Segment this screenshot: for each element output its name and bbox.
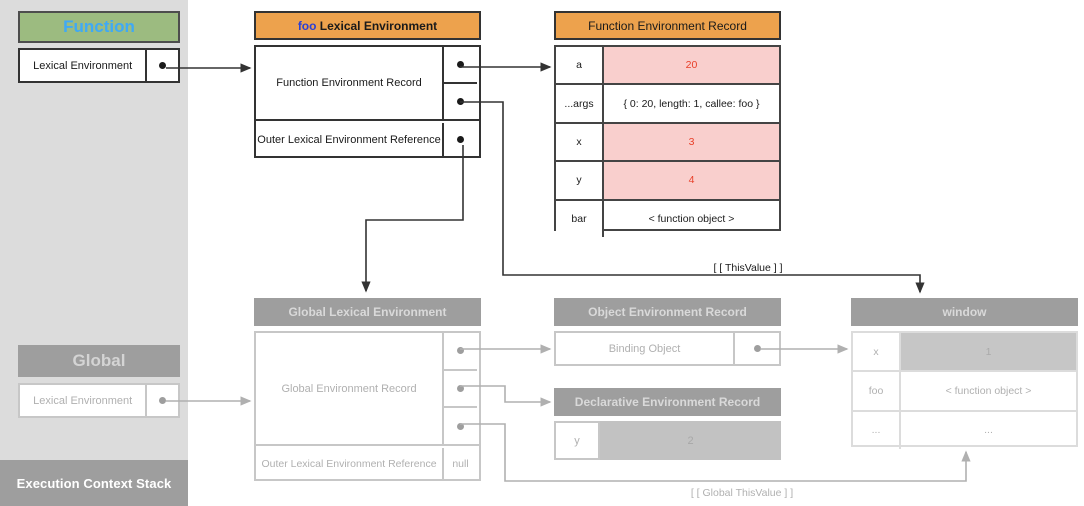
- foo-lexical-environment-box: Function Environment Record Outer Lexica…: [254, 45, 481, 158]
- binding-value: < function object >: [648, 212, 735, 225]
- foo-pointer-cell-record: [444, 47, 477, 84]
- stack-frame-global: Lexical Environment: [18, 383, 180, 418]
- binding-key: bar: [556, 200, 604, 237]
- foo-row-label-function-environment-record: Function Environment Record: [256, 47, 444, 119]
- global-outer-ref-label: Outer Lexical Environment Reference: [256, 448, 444, 479]
- binding-key: a: [556, 47, 604, 84]
- execution-context-stack-panel: [0, 0, 188, 506]
- global-lexical-environment-title: Global Lexical Environment: [288, 305, 447, 319]
- binding-value: 20: [604, 47, 779, 84]
- stack-frame-global-label: Lexical Environment: [20, 385, 148, 416]
- this-value-annotation: [ [ ThisValue ] ]: [713, 262, 783, 274]
- binding-object-row: Binding Object: [554, 331, 781, 366]
- pointer-dot-icon: [457, 385, 464, 392]
- pointer-dot-icon: [159, 62, 167, 69]
- property-key: ...: [853, 411, 901, 449]
- binding-key: x: [556, 123, 604, 161]
- stack-frame-title-global: Global: [72, 351, 126, 370]
- property-value: ...: [984, 424, 993, 437]
- pointer-dot-icon: [159, 397, 167, 404]
- binding-value: 3: [604, 123, 779, 161]
- stack-frame-header-function: Function: [18, 11, 180, 43]
- pointer-dot-icon: [457, 61, 464, 68]
- window-object-title: window: [942, 305, 987, 319]
- table-row: y 4: [556, 162, 779, 201]
- foo-row-label-outer-ref: Outer Lexical Environment Reference: [256, 123, 444, 156]
- table-row: x 3: [556, 123, 779, 163]
- global-pointer-cell-object-record: [444, 333, 477, 371]
- table-row: ...args { 0: 20, length: 1, callee: foo …: [556, 85, 779, 124]
- global-row-pointer-column: [444, 333, 477, 444]
- stack-frame-title-function: Function: [63, 17, 135, 36]
- stack-frame-function-pointer: [147, 50, 178, 81]
- stack-frame-function: Lexical Environment: [18, 48, 180, 83]
- function-environment-record-title: Function Environment Record: [588, 18, 747, 33]
- function-environment-record-table: a 20 ...args { 0: 20, length: 1, callee:…: [554, 45, 781, 237]
- arrow-foo-outer-ref-to-global-env: [361, 145, 464, 293]
- global-row-outer-lexical-environment-reference: Outer Lexical Environment Reference null: [256, 448, 479, 479]
- foo-lexical-environment-title: foo Lexical Environment: [298, 19, 437, 33]
- window-object-table: x 1 foo < function object > ... ...: [851, 331, 1078, 449]
- property-key: foo: [853, 372, 901, 410]
- table-row: a 20: [556, 47, 779, 86]
- binding-object-pointer: [735, 333, 779, 364]
- binding-object-label: Binding Object: [556, 333, 735, 364]
- binding-value: { 0: 20, length: 1, callee: foo }: [623, 97, 760, 110]
- object-environment-record-header: Object Environment Record: [554, 298, 781, 326]
- pointer-dot-icon: [457, 422, 464, 430]
- foo-header-suffix: Lexical Environment: [316, 18, 438, 33]
- object-environment-record-title: Object Environment Record: [588, 305, 747, 319]
- global-environment-record-label: Global Environment Record: [256, 333, 444, 444]
- property-key: x: [853, 333, 901, 371]
- foo-row-function-environment-record: Function Environment Record: [256, 47, 479, 121]
- declarative-environment-record-header: Declarative Environment Record: [554, 388, 781, 416]
- global-lexical-environment-box: Global Environment Record Outer Lexical …: [254, 331, 481, 481]
- foo-lexical-environment-header: foo Lexical Environment: [254, 11, 481, 40]
- foo-outer-ref-pointer: [444, 123, 477, 156]
- binding-value: 2: [687, 434, 694, 447]
- global-lexical-environment-header: Global Lexical Environment: [254, 298, 481, 326]
- global-pointer-cell-declarative-record: [444, 371, 477, 409]
- window-object-header: window: [851, 298, 1078, 326]
- binding-key: y: [556, 162, 604, 199]
- global-pointer-cell-global-thisvalue: [444, 408, 477, 444]
- foo-row-outer-lexical-environment-reference: Outer Lexical Environment Reference: [256, 123, 479, 156]
- table-row: y 2: [554, 421, 781, 460]
- function-environment-record-header: Function Environment Record: [554, 11, 781, 40]
- stack-frame-global-pointer: [147, 385, 178, 416]
- table-row: ... ...: [853, 411, 1076, 449]
- pointer-dot-icon: [457, 136, 464, 143]
- table-row: bar < function object >: [556, 200, 779, 237]
- stack-frame-function-label: Lexical Environment: [20, 50, 148, 81]
- global-this-value-annotation: [ [ Global ThisValue ] ]: [690, 487, 794, 499]
- property-value: 1: [901, 333, 1076, 371]
- property-value: < function object >: [945, 384, 1032, 397]
- table-row: foo < function object >: [853, 372, 1076, 412]
- stack-frame-header-global: Global: [18, 345, 180, 377]
- binding-key: y: [554, 421, 600, 460]
- foo-pointer-cell-thisvalue: [444, 84, 477, 119]
- pointer-dot-icon: [457, 98, 464, 105]
- foo-keyword: foo: [297, 18, 317, 33]
- foo-row-pointer-column: [444, 47, 477, 119]
- table-row: x 1: [853, 333, 1076, 373]
- global-row-environment-record: Global Environment Record: [256, 333, 479, 446]
- declarative-environment-record-title: Declarative Environment Record: [574, 395, 761, 409]
- binding-key: ...args: [556, 85, 604, 122]
- execution-context-stack-footer: Execution Context Stack: [0, 460, 188, 506]
- pointer-dot-icon: [753, 345, 761, 352]
- binding-value: 4: [604, 162, 779, 199]
- pointer-dot-icon: [457, 347, 464, 355]
- global-outer-ref-value: null: [452, 457, 469, 470]
- execution-context-stack-label: Execution Context Stack: [16, 475, 172, 491]
